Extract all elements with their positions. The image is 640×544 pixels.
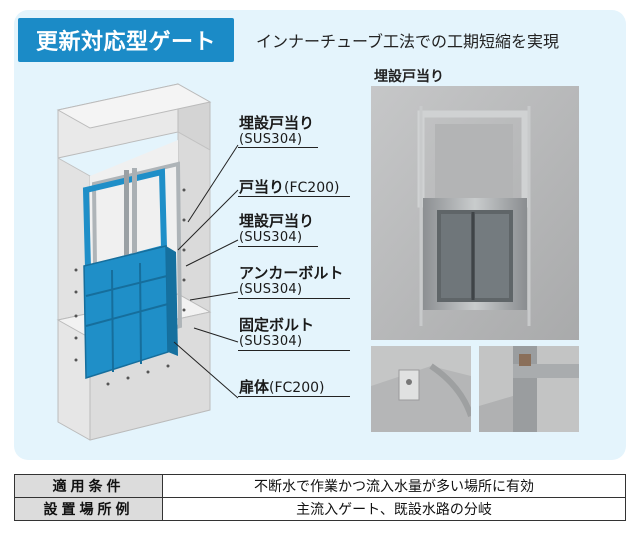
- conditions-table: 適用条件 不断水で作業かつ流入水量が多い場所に有効 設置場所例 主流入ゲート、既…: [14, 474, 626, 521]
- label-main: アンカーボルト: [239, 264, 344, 282]
- label-embedded-guide-2: 埋設戸当り (SUS304): [239, 212, 314, 246]
- label-paren: (FC200): [269, 380, 325, 396]
- embedded-guide-photo: [371, 86, 579, 340]
- table-row: 適用条件 不断水で作業かつ流入水量が多い場所に有効: [14, 474, 626, 498]
- label-underline: [238, 350, 350, 351]
- label-main: 固定ボルト: [239, 316, 315, 334]
- page-subtitle: インナーチューブ工法での工期短縮を実現: [256, 32, 560, 51]
- label-fixing-bolt: 固定ボルト (SUS304): [239, 316, 314, 350]
- label-main: 戸当り: [239, 178, 285, 196]
- label-sub: (SUS304): [239, 230, 303, 245]
- photo-illustration: [371, 86, 579, 340]
- label-underline: [238, 298, 350, 299]
- label-anchor-bolt: アンカーボルト (SUS304): [239, 264, 343, 298]
- label-sub: (SUS304): [239, 282, 303, 297]
- label-door-leaf: 扉体(FC200): [239, 378, 325, 397]
- table-value-cell: 不断水で作業かつ流入水量が多い場所に有効: [162, 474, 626, 498]
- gate-diagram: [56, 83, 239, 441]
- label-underline: [238, 246, 318, 247]
- table-row: 設置場所例 主流入ゲート、既設水路の分岐: [14, 497, 626, 521]
- label-main: 埋設戸当り: [239, 114, 315, 132]
- label-guide: 戸当り(FC200): [239, 178, 340, 197]
- photo-illustration: [371, 346, 471, 432]
- label-paren: (FC200): [284, 180, 340, 196]
- label-main: 扉体: [239, 378, 270, 396]
- label-embedded-guide-1: 埋設戸当り (SUS304): [239, 114, 314, 148]
- page-title: 更新対応型ゲート: [18, 18, 234, 62]
- label-sub: (SUS304): [239, 132, 303, 147]
- label-main: 埋設戸当り: [239, 212, 315, 230]
- detail-photo-right: [479, 346, 579, 432]
- label-sub: (SUS304): [239, 334, 303, 349]
- label-underline: [238, 396, 350, 397]
- table-value-cell: 主流入ゲート、既設水路の分岐: [162, 497, 626, 521]
- photo-caption: 埋設戸当り: [374, 69, 444, 85]
- label-underline: [238, 147, 318, 148]
- label-underline: [238, 196, 350, 197]
- photo-illustration: [479, 346, 579, 432]
- table-header-cell: 設置場所例: [14, 497, 163, 521]
- table-header-cell: 適用条件: [14, 474, 163, 498]
- detail-photo-left: [371, 346, 471, 432]
